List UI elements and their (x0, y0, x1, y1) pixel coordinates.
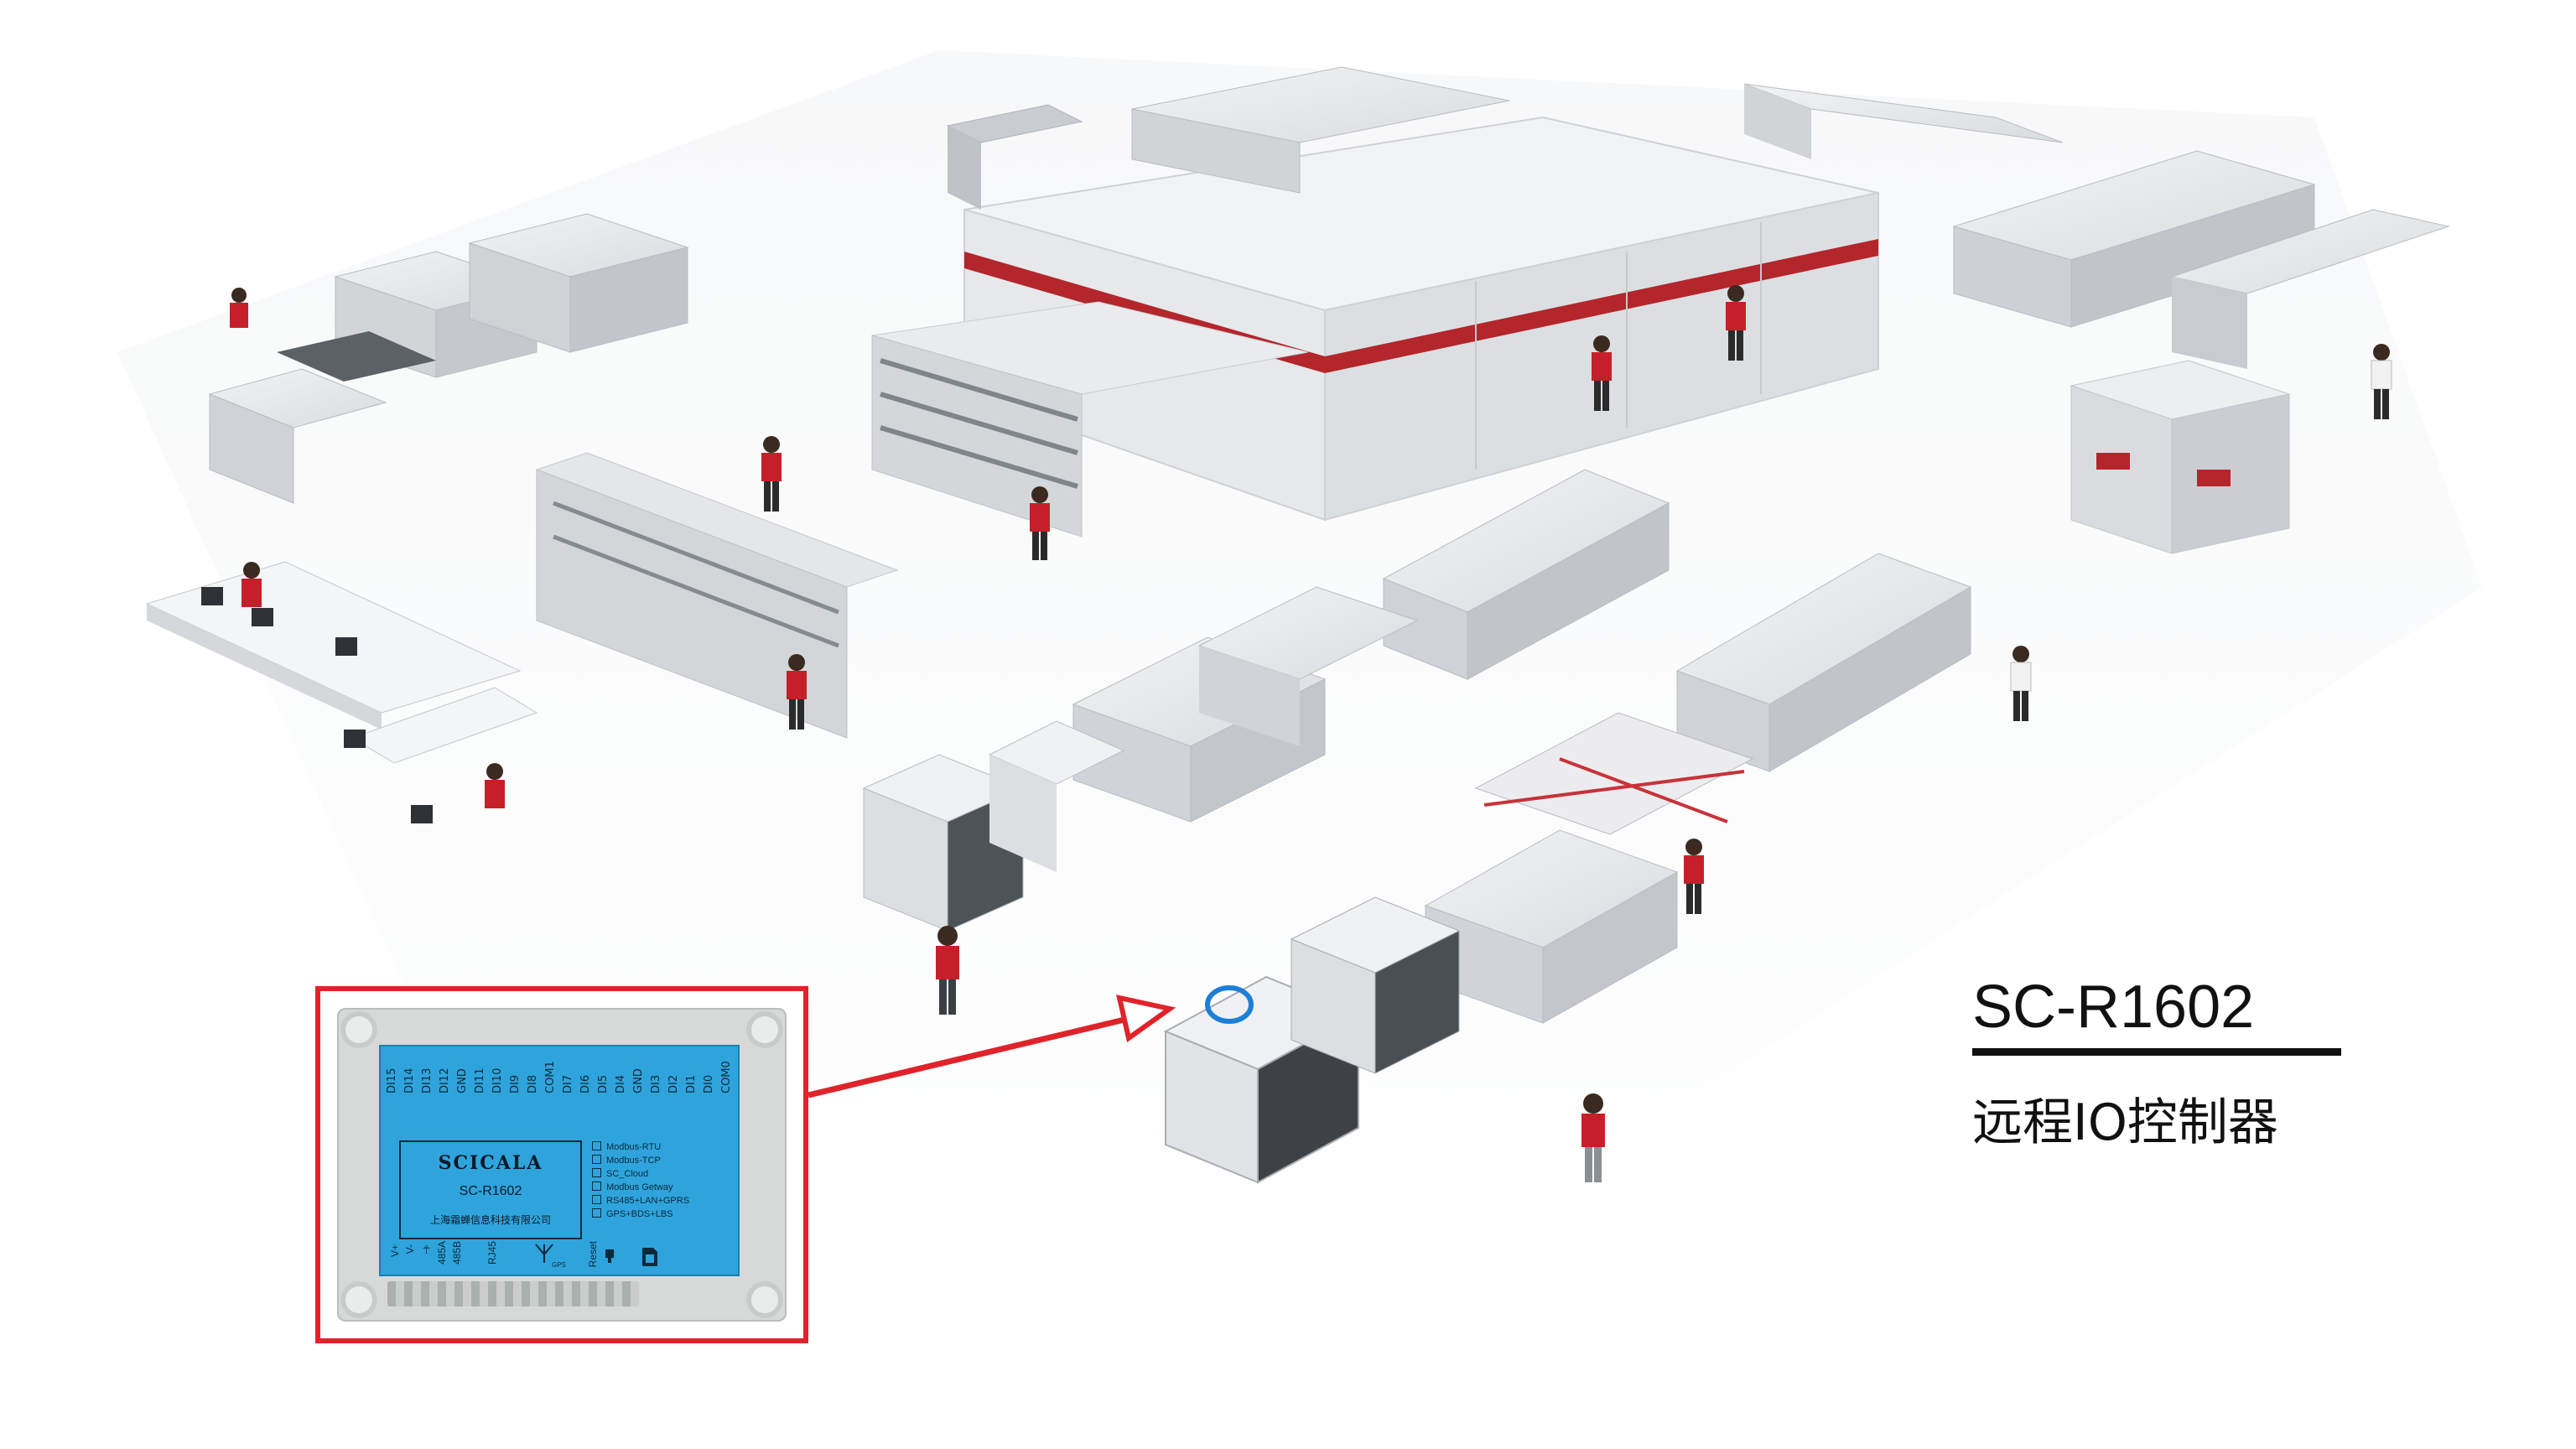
gps-label: GPS (552, 1261, 566, 1269)
product-description: 远程IO控制器 (1972, 1093, 2278, 1152)
pin-label: DI11 (474, 1067, 486, 1093)
protocol-option: Modbus-RTU (592, 1140, 735, 1154)
port-label-vminus: V- (404, 1244, 416, 1254)
ground-icon: ⏚ (421, 1244, 433, 1254)
pin-label: DI8 (527, 1074, 539, 1093)
checkbox-icon (592, 1195, 601, 1204)
product-inset: DI15 DI14 DI13 DI12 GND DI11 DI10 DI9 DI… (315, 986, 808, 1343)
pin-label: DI4 (615, 1074, 627, 1093)
sim-card-icon (642, 1248, 657, 1266)
pin-label: DI9 (509, 1074, 522, 1093)
pin-label: COM1 (544, 1061, 557, 1093)
feeder-rack-1 (871, 301, 1309, 538)
title-divider (1972, 1048, 2341, 1056)
pin-label: DI13 (421, 1067, 434, 1093)
device-label-box: SCICALA SC-R1602 上海霜蝉信息科技有限公司 (399, 1140, 582, 1239)
protocol-option: SC_Cloud (592, 1167, 735, 1181)
checkbox-icon (592, 1155, 601, 1164)
smt-line-top-right (1743, 83, 2450, 369)
device-faceplate: DI15 DI14 DI13 DI12 GND DI11 DI10 DI9 DI… (379, 1045, 740, 1276)
reflow-oven-lower (1675, 553, 1972, 772)
protocol-options: Modbus-RTU Modbus-TCP SC_Cloud Modbus Ge… (592, 1140, 735, 1221)
pin-label: DI2 (667, 1074, 680, 1093)
pin-label: DI0 (703, 1074, 715, 1093)
top-pin-labels: DI15 DI14 DI13 DI12 GND DI11 DI10 DI9 DI… (386, 1050, 735, 1093)
mount-ear-icon (340, 1011, 377, 1048)
port-label-vplus: V+ (389, 1244, 401, 1258)
placement-row-b (1424, 712, 1754, 1024)
highlight-ring (1205, 985, 1254, 1024)
checkbox-icon (592, 1208, 601, 1218)
bottom-port-labels: V+ V- ⏚ 485A 485B RJ45 GPS Reset (389, 1241, 733, 1275)
terminal-block (387, 1281, 639, 1306)
office-desks (145, 561, 538, 823)
featured-machine (1163, 896, 1461, 1184)
placement-row-a (1072, 586, 1419, 823)
pin-label: DI14 (403, 1067, 416, 1093)
pin-label: DI12 (439, 1067, 451, 1093)
feeder-rack-2 (535, 452, 899, 739)
port-label-rj45: RJ45 (486, 1241, 498, 1265)
pin-label: DI7 (562, 1074, 574, 1093)
device-company: 上海霜蝉信息科技有限公司 (429, 1214, 551, 1226)
pointer-arrow (808, 995, 1176, 1098)
pin-label: GND (456, 1068, 469, 1093)
smt-line-top-center (946, 66, 1510, 210)
pin-label: GND (632, 1068, 645, 1093)
product-model-title: SC-R1602 (1972, 974, 2255, 1041)
checkbox-icon (592, 1141, 601, 1150)
mount-ear-icon (746, 1281, 783, 1318)
storage-towers (2070, 360, 2291, 554)
checkbox-icon (592, 1182, 601, 1191)
antenna-icon (535, 1244, 553, 1263)
pin-label: DI15 (386, 1067, 398, 1093)
protocol-option: Modbus Getway (592, 1181, 735, 1194)
pin-label: COM0 (720, 1061, 733, 1093)
mount-ear-icon (340, 1281, 377, 1318)
pin-label: DI5 (597, 1074, 610, 1093)
workers (230, 285, 2392, 1182)
reflow-oven-upper (1382, 469, 1670, 680)
smt-line-top-left (208, 213, 689, 504)
protocol-option: GPS+BDS+LBS (592, 1208, 735, 1221)
pin-label: DI10 (491, 1067, 504, 1093)
device-brand: SCICALA (438, 1152, 543, 1174)
pin-label: DI1 (685, 1074, 698, 1093)
port-label-485a: 485A (436, 1241, 448, 1265)
checkbox-icon (592, 1168, 601, 1177)
pin-label: DI3 (650, 1074, 662, 1093)
pin-label: DI6 (579, 1074, 592, 1093)
protocol-option: Modbus-TCP (592, 1154, 735, 1167)
port-label-485b: 485B (451, 1241, 463, 1265)
reset-label: Reset (587, 1241, 599, 1268)
mount-ear-icon (746, 1011, 783, 1048)
reset-button-icon (605, 1249, 614, 1263)
io-controller-device: DI15 DI14 DI13 DI12 GND DI11 DI10 DI9 DI… (337, 1008, 787, 1322)
device-model: SC-R1602 (459, 1184, 522, 1198)
printer-lower-left (862, 720, 1125, 932)
protocol-option: RS485+LAN+GPRS (592, 1194, 735, 1208)
